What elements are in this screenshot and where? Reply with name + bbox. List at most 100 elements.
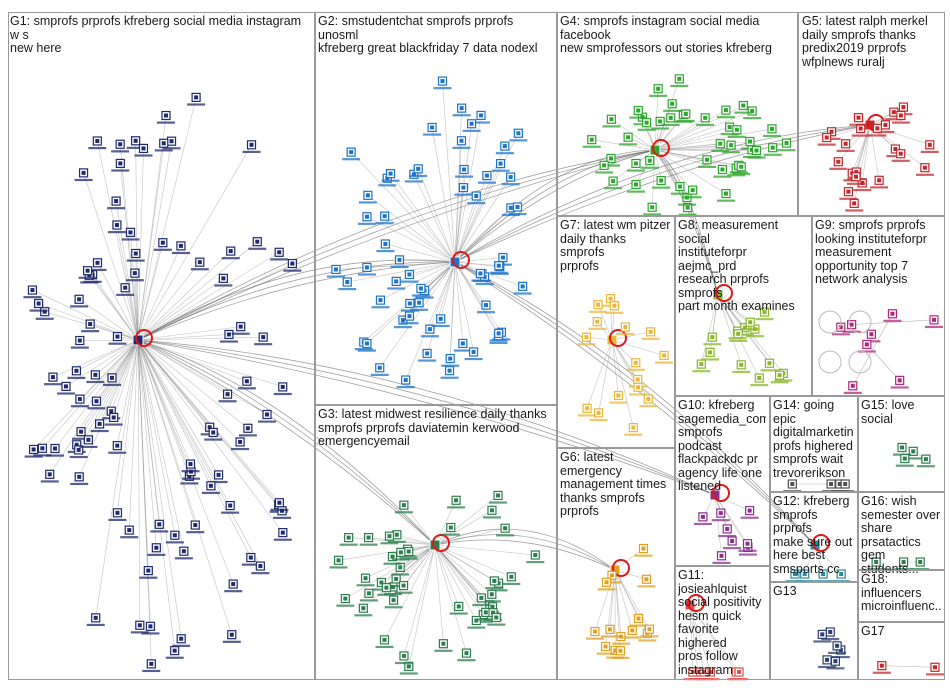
edge bbox=[95, 339, 139, 376]
edge bbox=[78, 339, 139, 451]
network-node bbox=[411, 283, 430, 297]
edge bbox=[689, 604, 740, 673]
edge bbox=[413, 174, 456, 263]
network-node bbox=[218, 389, 237, 403]
hub-node-g1 bbox=[132, 334, 144, 346]
group-box-g12 bbox=[770, 492, 858, 582]
edge bbox=[49, 339, 139, 475]
network-node bbox=[595, 160, 614, 174]
network-node bbox=[596, 641, 615, 655]
self-loop bbox=[135, 329, 153, 347]
network-node bbox=[872, 661, 891, 674]
network-node bbox=[74, 168, 93, 182]
network-node bbox=[634, 543, 653, 557]
edge bbox=[347, 261, 456, 283]
inter-group-edge bbox=[454, 124, 871, 263]
edge bbox=[712, 294, 719, 338]
network-node bbox=[847, 172, 866, 185]
edge bbox=[365, 544, 436, 579]
network-node bbox=[732, 162, 751, 175]
network-node bbox=[482, 589, 501, 603]
group-label-g8: G8: measurement social instituteforpr ae… bbox=[678, 219, 795, 313]
group-box-g14 bbox=[770, 396, 858, 492]
network-node bbox=[108, 331, 127, 345]
edge bbox=[78, 299, 139, 341]
edge bbox=[651, 149, 656, 208]
network-node bbox=[190, 257, 209, 271]
edge bbox=[598, 339, 613, 413]
edge bbox=[345, 544, 436, 599]
network-node bbox=[156, 110, 175, 124]
group-box-g9 bbox=[812, 216, 945, 396]
edge bbox=[611, 339, 634, 428]
network-node bbox=[171, 241, 190, 255]
network-node bbox=[762, 124, 781, 138]
edge bbox=[654, 149, 757, 151]
edge bbox=[454, 195, 477, 263]
network-node bbox=[886, 144, 905, 158]
group-box-g7 bbox=[557, 216, 675, 448]
edge bbox=[137, 144, 252, 341]
network-node bbox=[270, 498, 289, 511]
network-node bbox=[104, 412, 123, 426]
network-node bbox=[464, 347, 483, 361]
network-node bbox=[431, 314, 450, 328]
edge bbox=[614, 569, 650, 630]
edge bbox=[113, 339, 139, 418]
network-node bbox=[241, 552, 260, 566]
network-node bbox=[174, 546, 193, 560]
network-node bbox=[357, 212, 376, 225]
network-node bbox=[924, 315, 943, 329]
edge bbox=[454, 176, 511, 263]
edge bbox=[137, 115, 167, 341]
network-node bbox=[452, 136, 471, 149]
edge bbox=[881, 665, 936, 668]
inter-group-edge bbox=[137, 339, 716, 496]
edge bbox=[454, 261, 464, 344]
edge bbox=[610, 149, 656, 159]
network-node bbox=[410, 298, 429, 311]
network-node bbox=[904, 446, 923, 460]
edge bbox=[137, 278, 224, 341]
inter-group-edge bbox=[137, 339, 436, 546]
edge bbox=[137, 263, 293, 341]
edge bbox=[586, 339, 613, 409]
network-node bbox=[509, 128, 528, 142]
inter-group-edge bbox=[137, 339, 716, 496]
group-box-g3 bbox=[315, 405, 557, 680]
network-node bbox=[372, 577, 391, 591]
edge bbox=[54, 339, 139, 449]
network-node bbox=[79, 435, 98, 449]
network-node bbox=[629, 105, 648, 119]
network-node bbox=[329, 555, 348, 569]
edge bbox=[52, 339, 139, 378]
hub-node-g7 bbox=[606, 334, 618, 346]
hub-node-g2 bbox=[449, 256, 461, 268]
network-node bbox=[489, 328, 508, 342]
group-label-g11: G11: josieahlquist social positivity hes… bbox=[678, 569, 762, 677]
group-box-g2 bbox=[315, 12, 557, 405]
edge bbox=[137, 97, 197, 341]
edge bbox=[654, 117, 706, 151]
edge bbox=[137, 326, 241, 341]
network-node bbox=[147, 543, 166, 556]
network-node bbox=[626, 179, 645, 193]
network-node bbox=[891, 110, 910, 124]
inter-group-edge bbox=[137, 339, 436, 546]
network-node bbox=[35, 307, 54, 320]
edge bbox=[442, 81, 456, 263]
edge bbox=[434, 544, 467, 654]
edge bbox=[137, 339, 261, 567]
network-node bbox=[849, 113, 868, 126]
network-node bbox=[920, 140, 939, 154]
network-node bbox=[359, 532, 378, 546]
network-node bbox=[454, 183, 473, 196]
network-node bbox=[813, 629, 832, 643]
network-node bbox=[817, 132, 836, 146]
network-node bbox=[629, 613, 648, 627]
network-node bbox=[472, 593, 491, 607]
network-node bbox=[153, 238, 172, 251]
network-node bbox=[711, 139, 730, 152]
edge bbox=[137, 339, 234, 585]
group-label-g6: G6: latest emergency management times th… bbox=[560, 451, 667, 518]
